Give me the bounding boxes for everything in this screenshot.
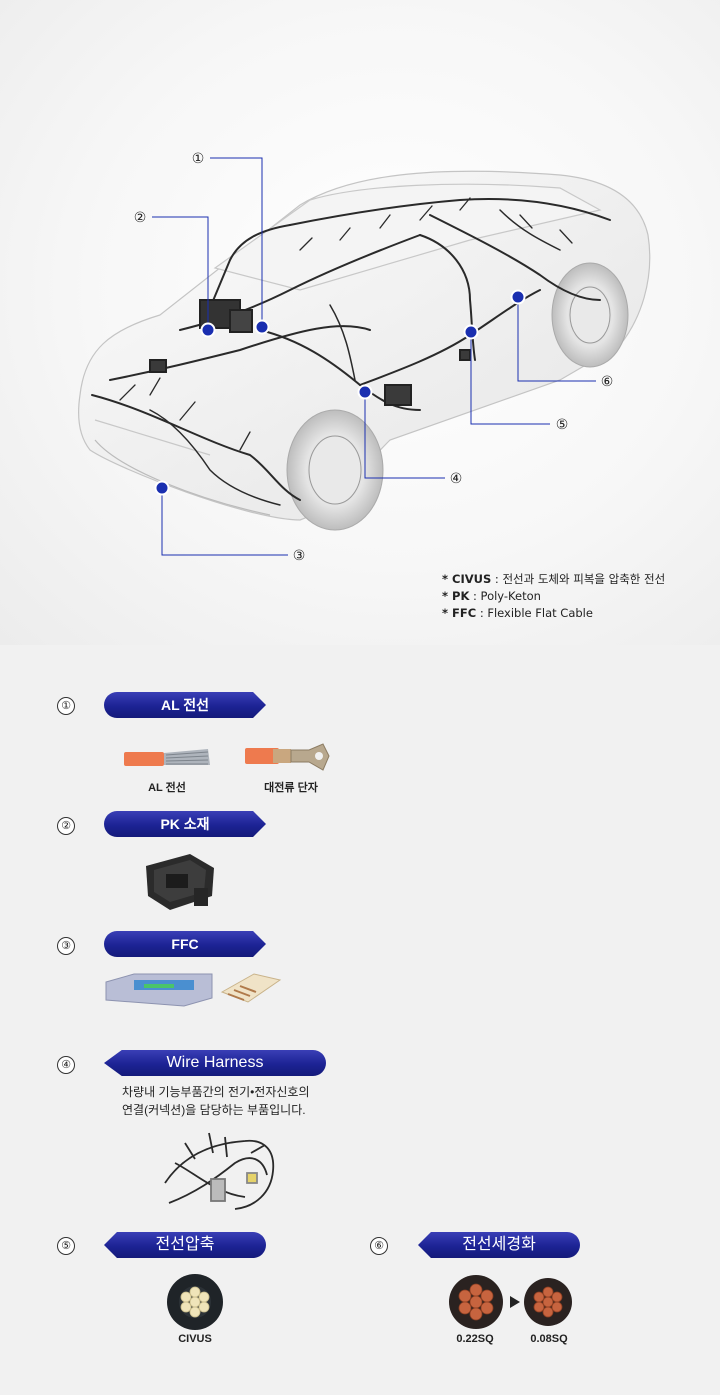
pk-material-image <box>146 854 214 910</box>
section-1-number: ① <box>57 697 75 715</box>
car-illustration: ① ② ③ ④ ⑤ ⑥ <box>78 151 651 564</box>
callout-labels: ① ② ③ ④ ⑤ ⑥ <box>134 151 614 564</box>
callout-label-5: ⑤ <box>556 417 569 433</box>
high-current-terminal-image <box>245 743 330 771</box>
section-4-number: ④ <box>57 1056 75 1074</box>
high-current-terminal-caption: 대전류 단자 <box>264 782 318 794</box>
callout-label-3: ③ <box>293 548 306 564</box>
wire-0-22sq-caption: 0.22SQ <box>456 1333 494 1345</box>
note-pk: * PK : Poly-Keton <box>442 589 541 603</box>
al-wire-image <box>124 749 210 766</box>
callout-dot-4[interactable] <box>357 384 373 400</box>
callout-label-6: ⑥ <box>601 374 614 390</box>
section-3-title: FFC <box>104 931 266 957</box>
arrow-right-icon <box>510 1296 520 1308</box>
wire-thinning-image <box>449 1275 572 1329</box>
note-ffc: * FFC : Flexible Flat Cable <box>442 606 593 620</box>
section-4-title: Wire Harness <box>104 1050 326 1076</box>
callout-dot-1[interactable] <box>254 319 270 335</box>
wire-harness-image <box>164 1132 275 1210</box>
car-diagram: ① ② ③ ④ ⑤ ⑥ * CIVUS : 전선과 도체와 피복을 압축한 전선… <box>0 0 720 645</box>
callout-label-4: ④ <box>450 471 463 487</box>
section-5-number: ⑤ <box>57 1237 75 1255</box>
civus-cable-image <box>167 1274 223 1330</box>
section-2-number: ② <box>57 817 75 835</box>
car-body <box>78 170 651 521</box>
callout-dot-6[interactable] <box>510 289 526 305</box>
callout-dot-3[interactable] <box>154 480 170 496</box>
wire-0-08sq-caption: 0.08SQ <box>530 1333 568 1345</box>
section-4-description-line-2: 연결(커넥션)을 담당하는 부품입니다. <box>122 1103 306 1117</box>
section-4-description-line-1: 차량내 기능부품간의 전기•전자신호의 <box>122 1085 310 1099</box>
callout-dots <box>154 289 526 496</box>
section-6-number: ⑥ <box>370 1237 388 1255</box>
civus-caption: CIVUS <box>178 1333 212 1345</box>
note-civus: * CIVUS : 전선과 도체와 피복을 압축한 전선 <box>442 572 666 586</box>
section-3-number: ③ <box>57 937 75 955</box>
callout-label-1: ① <box>192 151 205 167</box>
legend-notes: * CIVUS : 전선과 도체와 피복을 압축한 전선 * PK : Poly… <box>442 571 665 622</box>
component-list: ① AL 전선 AL 전선 대전류 단자 ② PK 소재 ③ FFC ④ Wir… <box>0 645 720 1395</box>
section-1-title: AL 전선 <box>104 692 266 718</box>
section-4-description: 차량내 기능부품간의 전기•전자신호의 연결(커넥션)을 담당하는 부품입니다. <box>122 1083 310 1119</box>
rear-wheel <box>551 262 629 368</box>
callout-dot-5[interactable] <box>463 324 479 340</box>
section-5-title: 전선압축 <box>104 1232 266 1258</box>
section-6-title: 전선세경화 <box>418 1232 580 1258</box>
section-2-title: PK 소재 <box>104 811 266 837</box>
callout-leaders <box>152 157 596 556</box>
callout-label-2: ② <box>134 210 147 226</box>
al-wire-caption: AL 전선 <box>148 782 186 794</box>
callout-dot-2[interactable] <box>200 322 216 338</box>
front-wheel <box>286 409 384 531</box>
ffc-image <box>105 973 282 1007</box>
